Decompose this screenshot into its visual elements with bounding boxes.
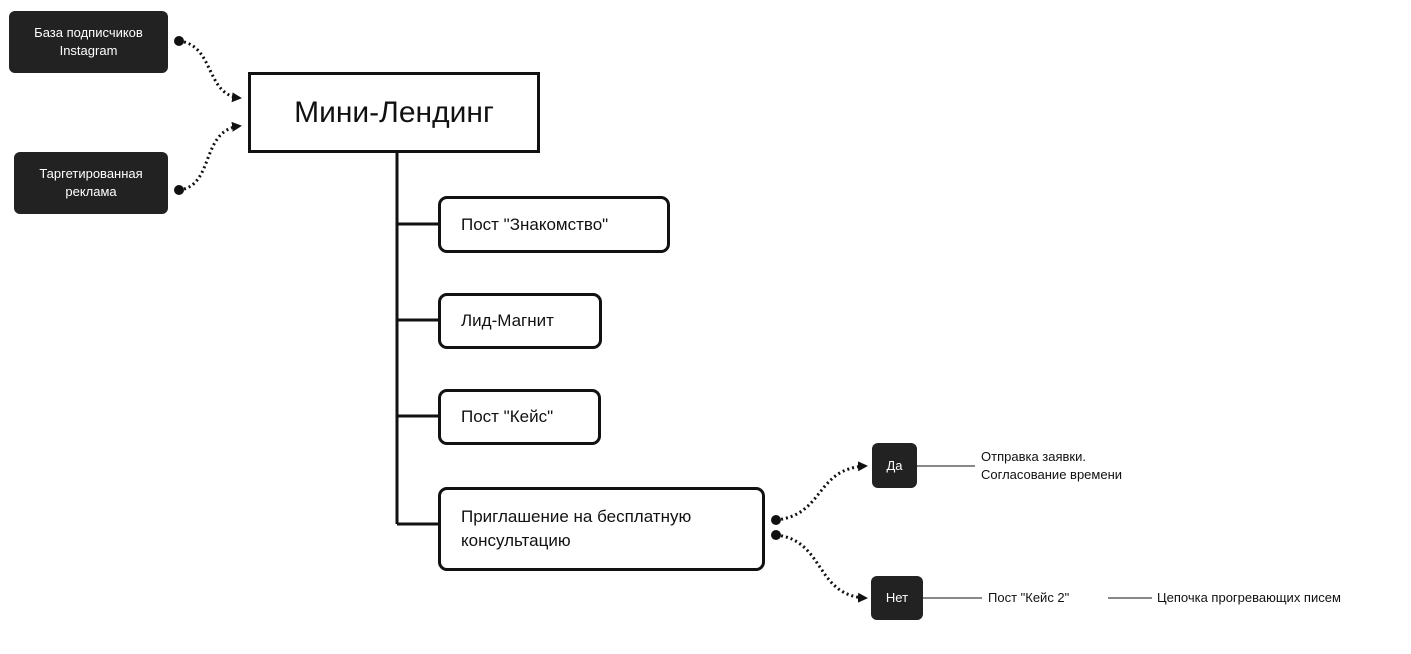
decision-yes-label: Да — [886, 457, 903, 473]
main-node-title: Мини-Лендинг — [294, 95, 494, 129]
branch-invitation-line-2: консультацию — [461, 531, 571, 550]
decision-yes-node: Да — [872, 443, 917, 488]
dotted-arrow-no — [775, 533, 868, 603]
decision-no-node: Нет — [871, 576, 923, 620]
branch-post-case-label: Пост "Кейс" — [461, 407, 554, 426]
branch-lead-magnet-node: Лид-Магнит — [438, 293, 602, 349]
branch-post-intro-label: Пост "Знакомство" — [461, 214, 609, 234]
decision-no-label: Нет — [885, 590, 909, 605]
branch-post-intro-node: Пост "Знакомство" — [438, 196, 670, 253]
outcome-yes-result: Отправка заявки. Согласование времени — [981, 448, 1122, 484]
dotted-arrow-instagram — [178, 39, 242, 103]
outcome-yes-line-1: Отправка заявки. — [981, 449, 1086, 464]
outcome-no-post-case-2: Пост "Кейс 2" — [988, 589, 1069, 607]
source-instagram-line-2: Instagram — [59, 43, 118, 58]
source-instagram-node: База подписчиков Instagram — [9, 11, 168, 73]
dotted-arrow-yes — [775, 461, 868, 522]
source-instagram-line-1: База подписчиков — [34, 25, 143, 40]
outcome-yes-line-2: Согласование времени — [981, 467, 1123, 482]
source-ads-line-1: Таргетированная — [39, 166, 143, 181]
branch-lead-magnet-label: Лид-Магнит — [461, 311, 554, 330]
source-ads-line-2: реклама — [65, 184, 117, 199]
outcome-no-email-chain-label: Цепочка прогревающих писем — [1157, 590, 1341, 605]
source-ads-node: Таргетированная реклама — [14, 152, 168, 214]
outcome-no-email-chain: Цепочка прогревающих писем — [1157, 589, 1341, 607]
dotted-arrow-ads — [178, 121, 242, 192]
outcome-no-post-case-2-label: Пост "Кейс 2" — [988, 590, 1070, 605]
main-node-mini-landing: Мини-Лендинг — [248, 72, 540, 153]
branch-invitation-node: Приглашение на бесплатную консультацию — [438, 487, 765, 571]
branch-post-case-node: Пост "Кейс" — [438, 389, 601, 445]
branch-invitation-line-1: Приглашение на бесплатную — [461, 507, 692, 526]
